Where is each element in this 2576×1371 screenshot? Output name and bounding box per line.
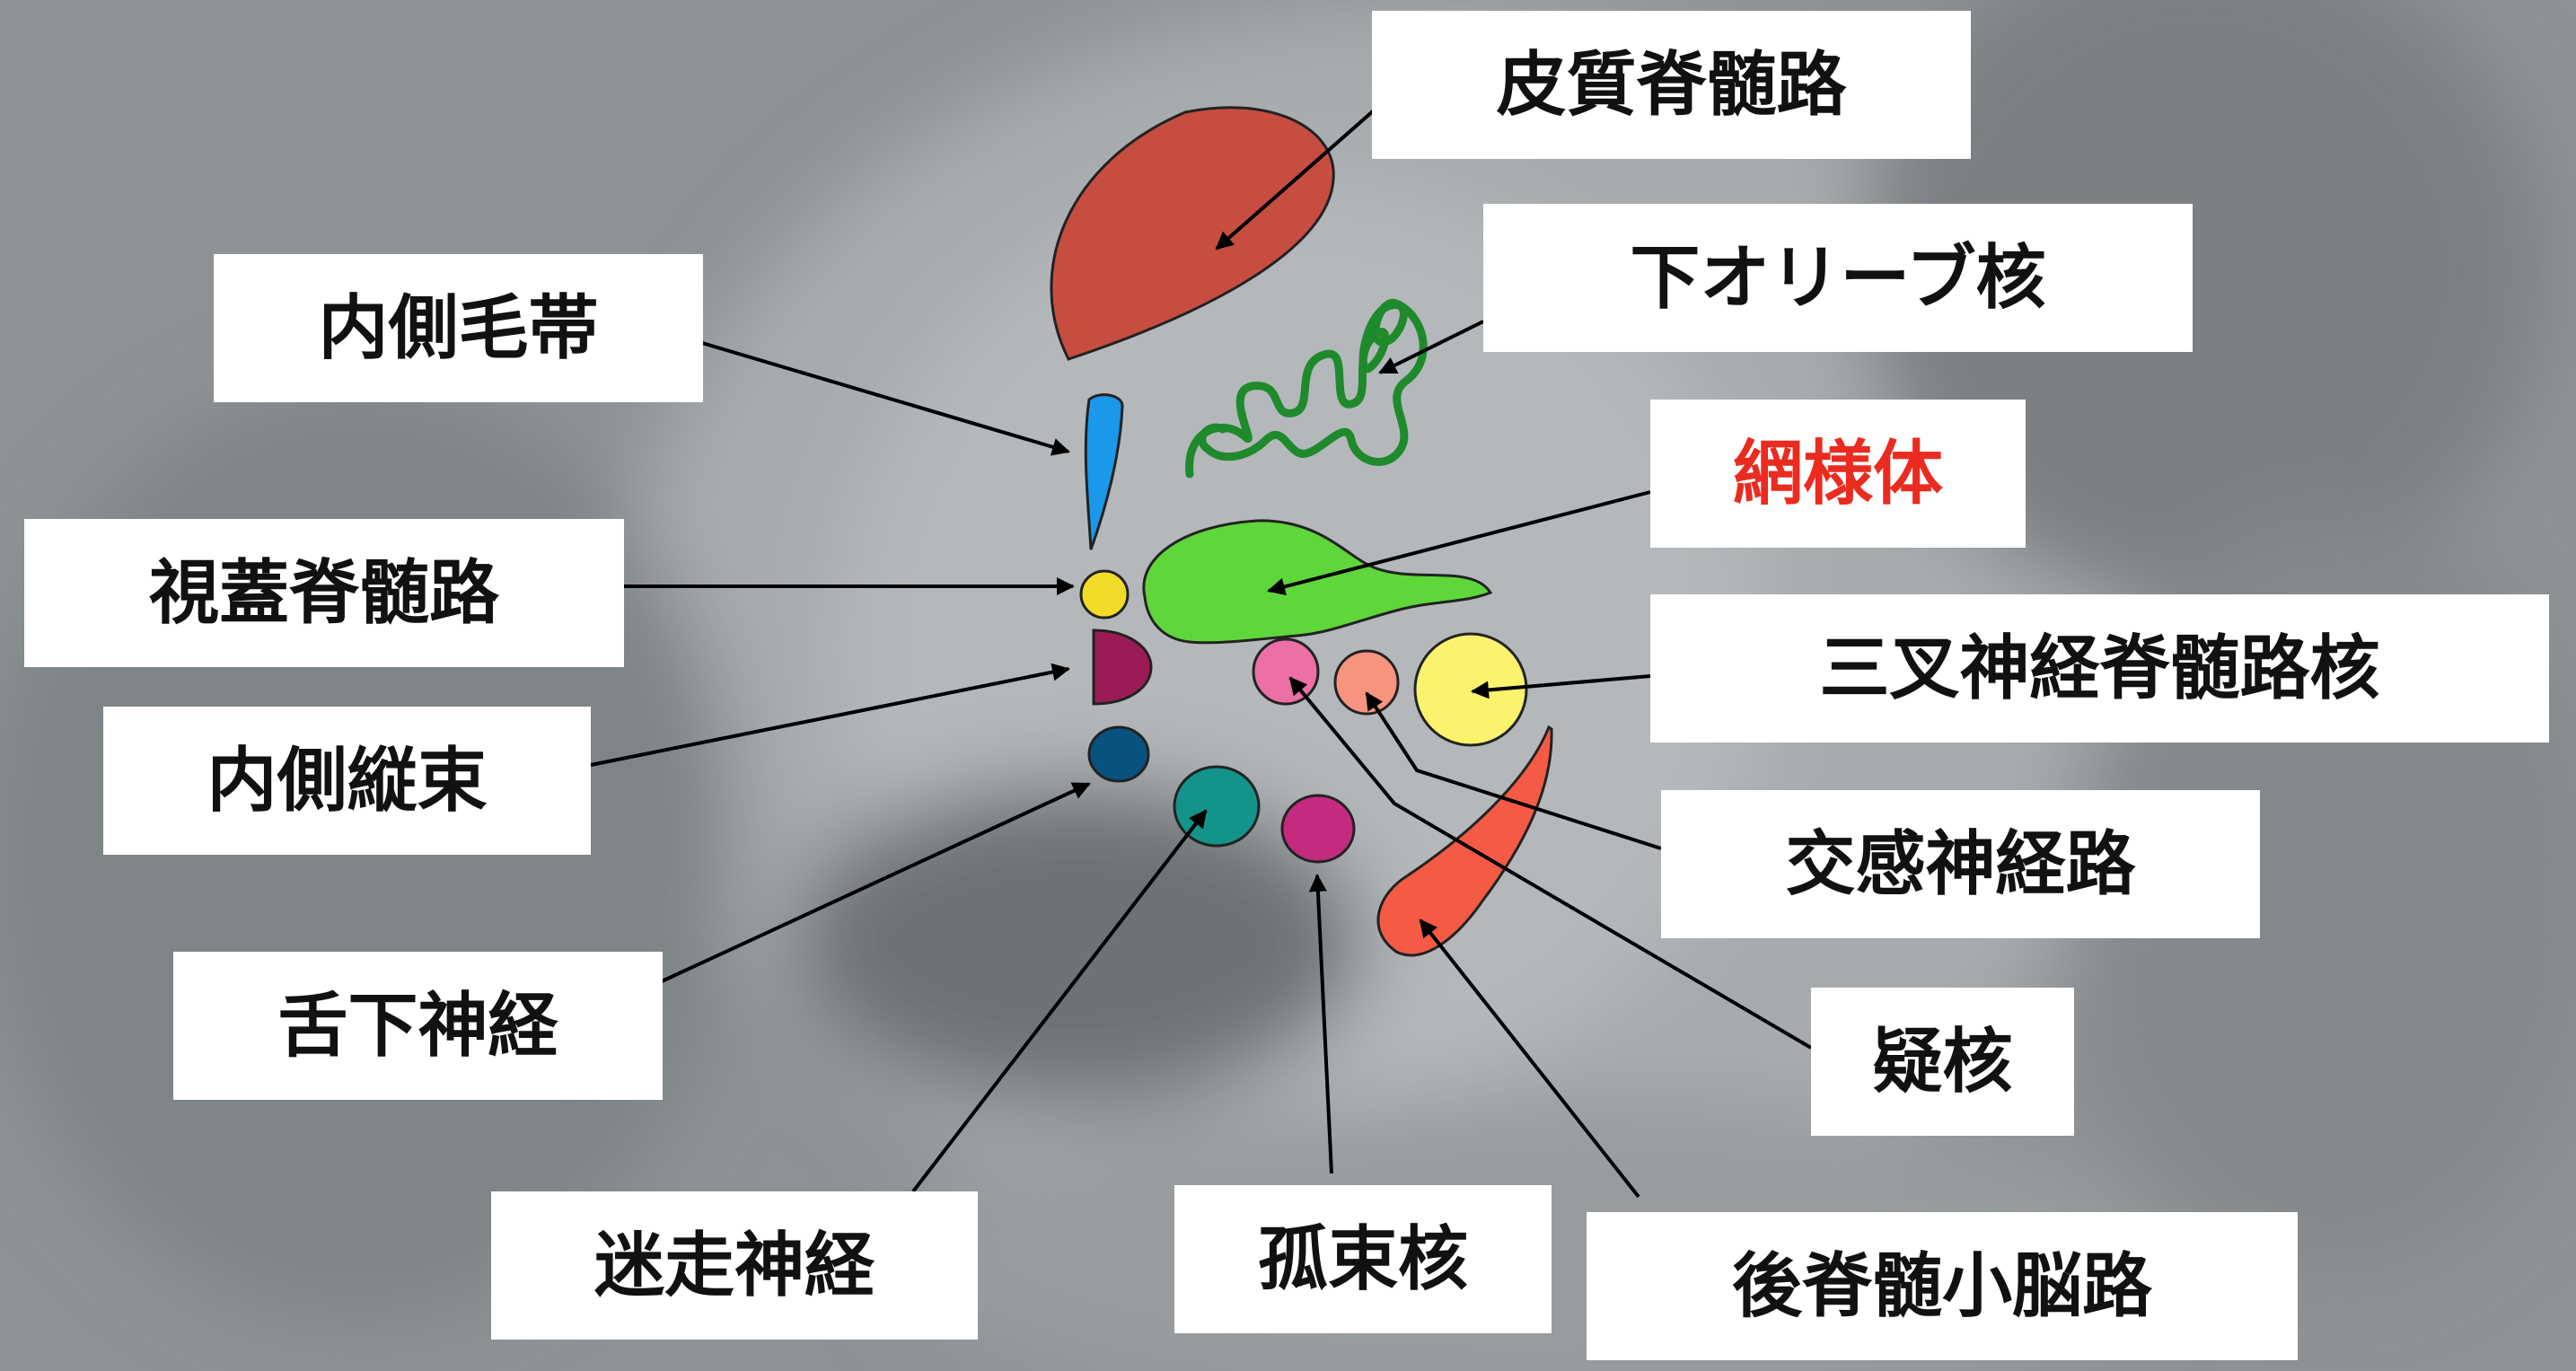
- arrow-corticospinal: [1215, 109, 1376, 250]
- label-corticospinal-tract: 皮質脊髄路: [1372, 11, 1971, 159]
- mlf-shape: [1092, 628, 1153, 706]
- corticospinal-tract-shape: [1050, 106, 1335, 361]
- label-hypoglossal-nerve: 舌下神経: [173, 952, 663, 1100]
- arrow-solitary: [1308, 874, 1333, 1174]
- reticular-formation-shape: [1142, 519, 1493, 645]
- arrow-mlf: [590, 663, 1070, 767]
- arrow-ambiguus: [1288, 676, 1813, 1050]
- arrow-hypoglossal: [661, 782, 1091, 983]
- dorsal-spinocerebellar-tract-shape: [1376, 725, 1553, 957]
- arrow-sympathetic: [1365, 691, 1662, 850]
- label-sympathetic-tract: 交感神経路: [1661, 790, 2260, 938]
- label-tectospinal-tract: 視蓋脊髄路: [24, 519, 624, 667]
- label-reticular-formation: 網様体: [1650, 400, 2026, 548]
- tectospinal-tract-shape: [1079, 569, 1130, 620]
- arrow-reticular: [1267, 490, 1651, 596]
- solitary-nucleus-shape: [1280, 794, 1356, 864]
- arrow-spinal-trigeminal: [1471, 674, 1651, 699]
- label-inferior-olive: 下オリーブ核: [1483, 204, 2193, 352]
- arrow-medial-lemniscus: [701, 341, 1070, 456]
- medial-lemniscus-shape: [1084, 393, 1124, 550]
- sympathetic-tract-shape: [1252, 637, 1320, 706]
- ambiguus-nucleus-shape: [1333, 649, 1400, 716]
- arrow-inferior-olive: [1378, 320, 1484, 374]
- label-dorsal-spinocerebellar-tract: 後脊髄小脳路: [1587, 1212, 2298, 1360]
- label-mlf: 内側縦束: [103, 707, 591, 855]
- arrow-vagus: [911, 809, 1208, 1193]
- label-spinal-trigeminal-nucleus: 三叉神経脊髄路核: [1650, 594, 2549, 743]
- label-medial-lemniscus: 内側毛帯: [214, 254, 703, 402]
- hypoglossal-nerve-shape: [1087, 725, 1150, 783]
- inferior-olive-shape: [1185, 298, 1428, 479]
- label-ambiguus-nucleus: 疑核: [1811, 988, 2074, 1136]
- spinal-trigeminal-nucleus-shape: [1413, 632, 1528, 747]
- arrow-dorsal-spinocerebellar: [1419, 918, 1640, 1199]
- label-vagus-nerve: 迷走神経: [491, 1191, 978, 1340]
- label-solitary-nucleus: 孤束核: [1174, 1185, 1552, 1333]
